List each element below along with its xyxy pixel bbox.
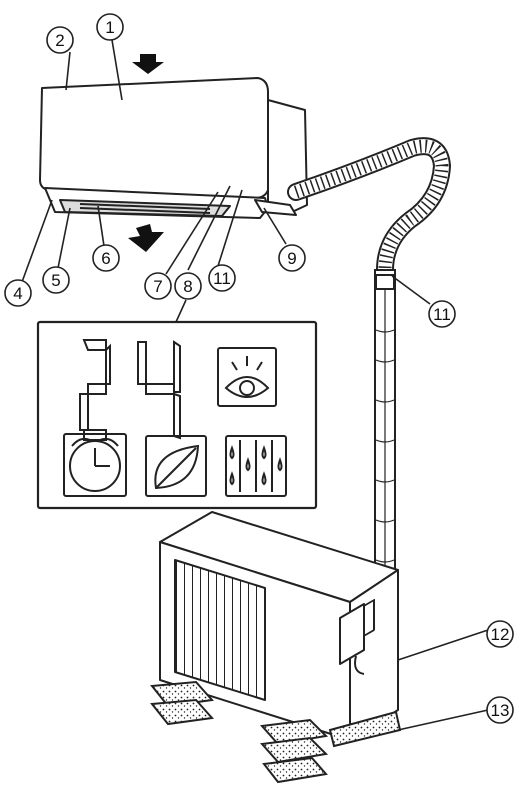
display-panel: [38, 322, 316, 508]
callout-11-indoor: 11: [209, 265, 235, 291]
callout-1: 1: [97, 14, 123, 40]
svg-text:11: 11: [433, 305, 451, 324]
callout-11-pipe: 11: [429, 301, 455, 327]
svg-text:5: 5: [51, 271, 60, 290]
callout-6: 6: [93, 245, 119, 271]
callout-12: 12: [487, 621, 513, 647]
svg-text:11: 11: [213, 269, 231, 288]
pad-right-lower: [262, 738, 326, 762]
pad-left-lower: [152, 700, 212, 724]
callout-5: 5: [43, 267, 69, 293]
svg-text:8: 8: [183, 277, 192, 296]
svg-text:7: 7: [153, 277, 162, 296]
air-outlet-arrow: [128, 224, 164, 252]
air-intake-arrow: [132, 54, 164, 74]
pad-right-bottom: [264, 758, 326, 782]
svg-text:2: 2: [55, 31, 64, 50]
callout-7: 7: [145, 273, 171, 299]
front-panel: [40, 78, 268, 198]
svg-text:9: 9: [287, 249, 296, 268]
callout-8: 8: [175, 273, 201, 299]
svg-text:13: 13: [491, 701, 510, 720]
svg-text:12: 12: [491, 625, 510, 644]
svg-text:1: 1: [105, 18, 114, 37]
pipe-clip: [376, 275, 394, 289]
svg-text:6: 6: [101, 249, 110, 268]
callout-9: 9: [279, 245, 305, 271]
svg-text:4: 4: [13, 284, 22, 303]
callout-4: 4: [5, 280, 31, 306]
callout-2: 2: [47, 27, 73, 53]
callout-13: 13: [487, 697, 513, 723]
indoor-unit: [40, 78, 307, 218]
